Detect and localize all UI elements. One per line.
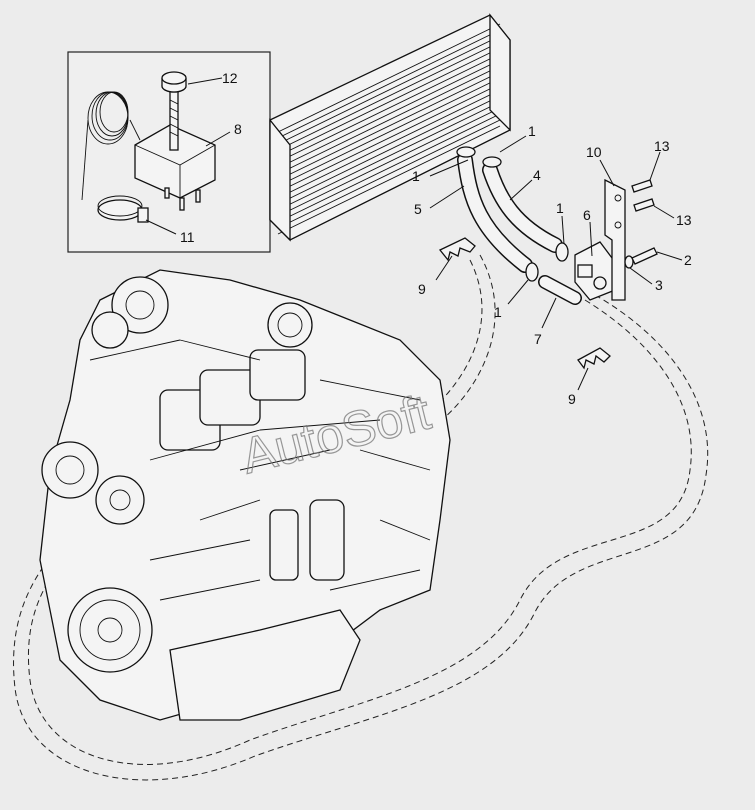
callout-10: 10 xyxy=(586,144,602,160)
radiator-fin xyxy=(277,77,501,187)
thermostat-body xyxy=(134,89,216,211)
bolts xyxy=(624,179,658,269)
radiator-fin xyxy=(277,65,501,175)
callout-1-d: 1 xyxy=(494,304,502,320)
engine-detail-line xyxy=(239,449,331,471)
radiator-fin xyxy=(277,119,501,229)
callout-5: 5 xyxy=(414,201,422,217)
radiator-fin xyxy=(277,29,501,139)
callout-13-b: 13 xyxy=(676,212,692,228)
callout-7: 7 xyxy=(534,331,542,347)
leader-lines xyxy=(145,77,683,391)
hose-clamps xyxy=(456,146,569,282)
hose-clip-upper xyxy=(438,237,476,262)
callout-13-a: 13 xyxy=(654,138,670,154)
radiator-fin xyxy=(277,23,501,133)
pipe-7 xyxy=(538,275,582,305)
engine-detail-line xyxy=(159,579,261,601)
engine-detail-line xyxy=(359,449,431,471)
hose-4 xyxy=(482,162,563,253)
engine-detail-line xyxy=(179,339,261,361)
radiator-fin xyxy=(277,83,501,193)
radiator-fin xyxy=(277,95,501,205)
radiator-fin xyxy=(277,41,501,151)
radiator-fin xyxy=(277,107,501,217)
callout-1-b: 1 xyxy=(528,123,536,139)
engine-detail-line xyxy=(329,569,421,591)
callout-1-c: 1 xyxy=(556,200,564,216)
engine-detail-line xyxy=(149,429,261,461)
thermostat-inset xyxy=(67,51,271,253)
engine-detail-line xyxy=(199,499,261,521)
callout-4: 4 xyxy=(533,167,541,183)
radiator-fin xyxy=(277,47,501,157)
engine-detail-line xyxy=(89,339,181,361)
radiator-fin xyxy=(277,89,501,199)
radiator-fin xyxy=(277,59,501,169)
shutoff-valve xyxy=(574,241,616,301)
radiator-fin xyxy=(277,101,501,211)
hose-5 xyxy=(457,152,533,273)
engine-detail-line xyxy=(149,539,251,561)
radiator-fin xyxy=(277,35,501,145)
radiator-fin xyxy=(277,71,501,181)
knob xyxy=(161,71,187,93)
callout-8: 8 xyxy=(234,121,242,137)
callout-3: 3 xyxy=(655,277,663,293)
callout-2: 2 xyxy=(684,252,692,268)
capillary-coil xyxy=(81,91,141,201)
engine-detail-line xyxy=(259,419,381,431)
radiator-fin xyxy=(277,113,501,223)
hose-clip-lower xyxy=(577,347,611,370)
callout-6: 6 xyxy=(583,207,591,223)
callout-11: 11 xyxy=(180,229,195,245)
radiator-fin xyxy=(277,125,501,235)
engine-assembly xyxy=(39,269,451,721)
engine-detail-line xyxy=(319,379,421,401)
heat-exchanger xyxy=(269,13,511,242)
callout-9-b: 9 xyxy=(568,391,576,407)
callout-1-a: 1 xyxy=(412,168,420,184)
radiator-fin xyxy=(277,53,501,163)
bracket-10 xyxy=(604,178,626,301)
clamp xyxy=(97,195,149,223)
engine-detail-line xyxy=(379,519,431,541)
callout-9-a: 9 xyxy=(418,281,426,297)
callout-12: 12 xyxy=(222,70,238,86)
callout-labels: 12 8 11 1 1 5 4 1 1 7 6 10 13 13 2 3 9 9 xyxy=(180,70,692,407)
